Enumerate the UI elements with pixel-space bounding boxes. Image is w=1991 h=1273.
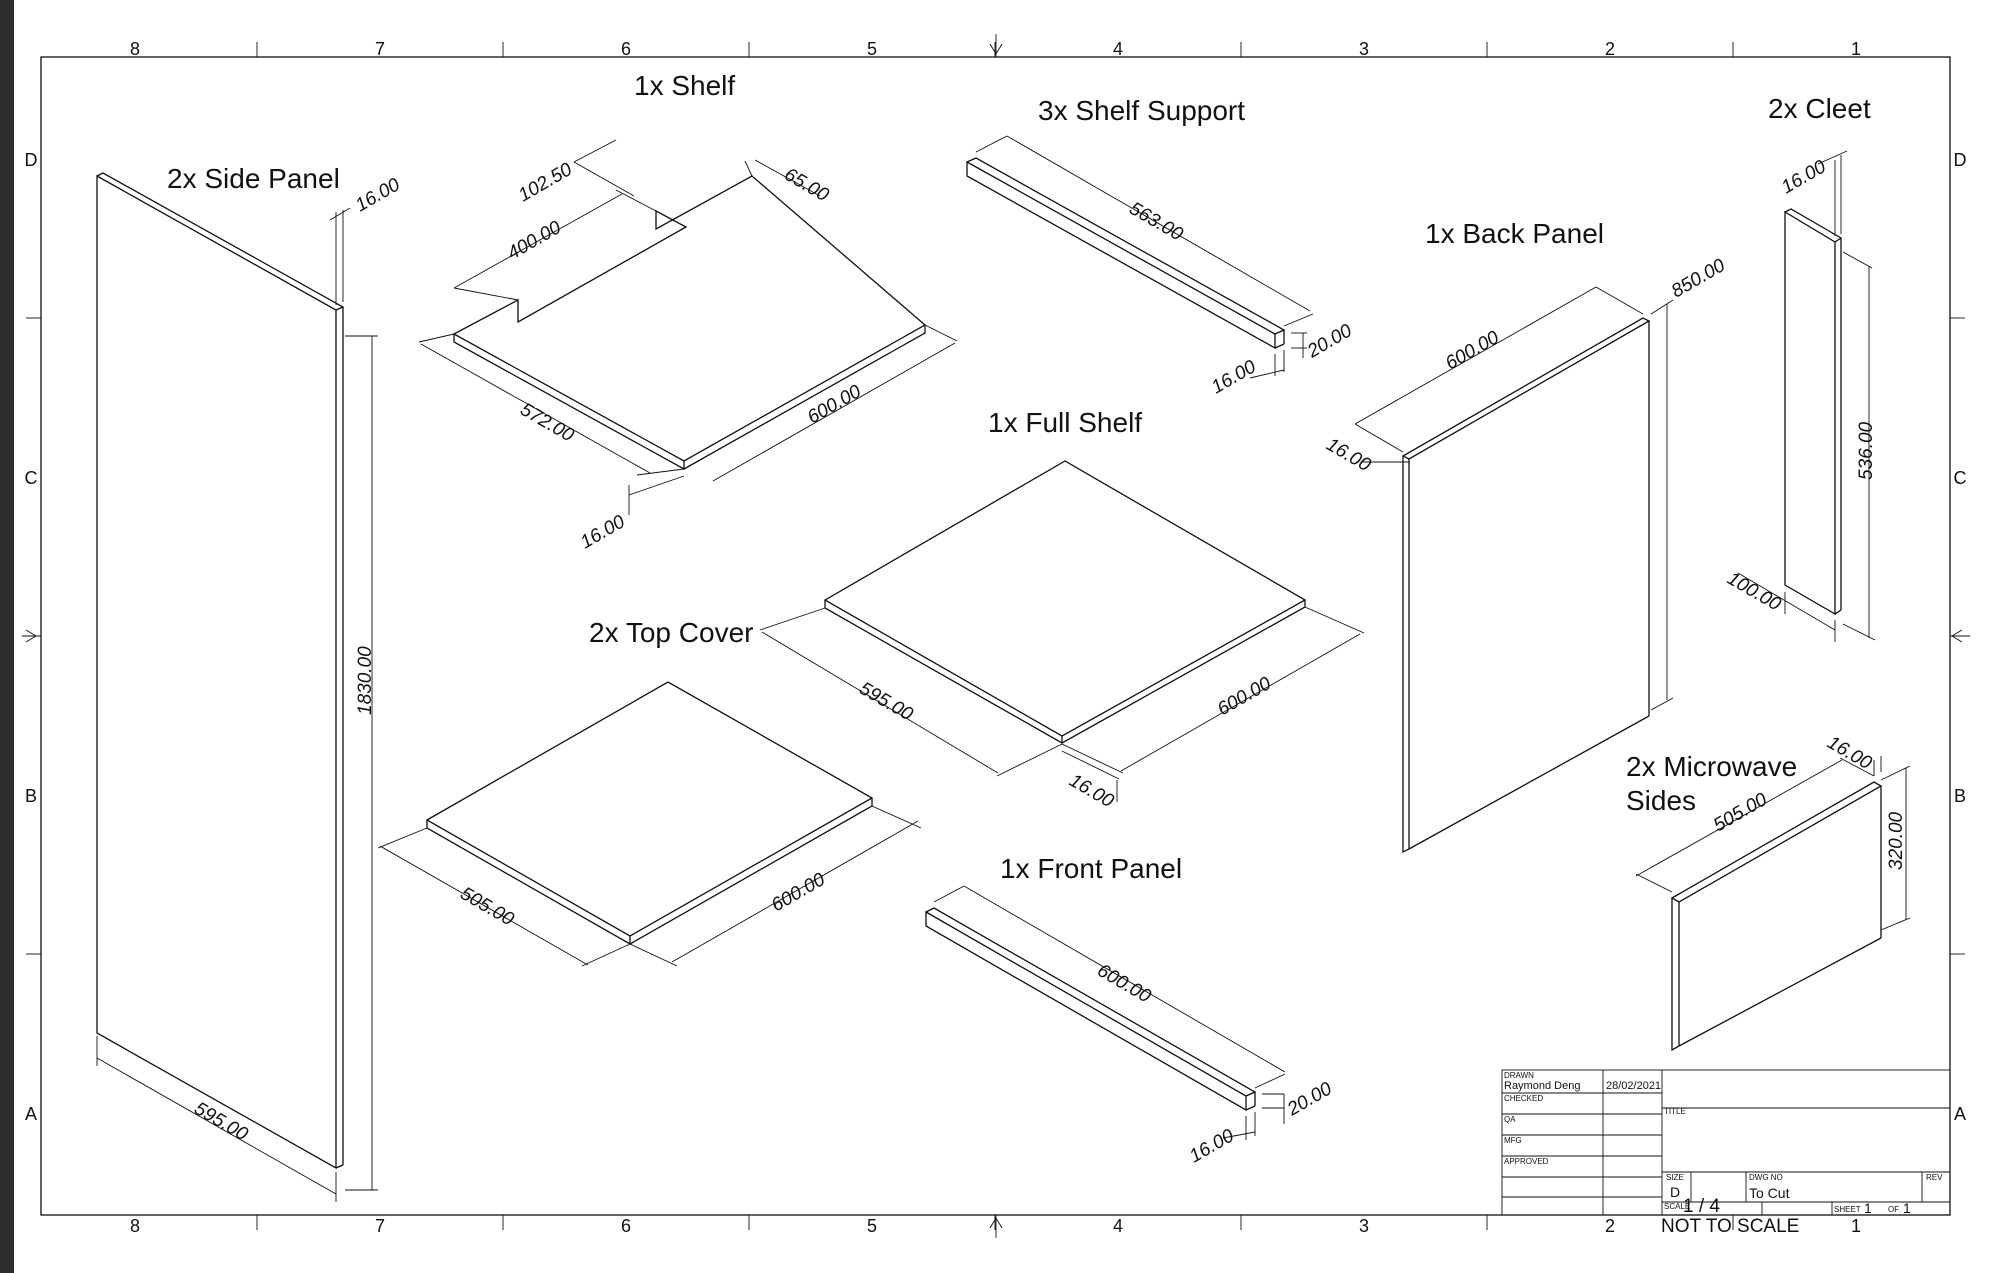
front-panel-dim-height: 20.00 [1283, 1078, 1336, 1121]
side-panel-title: 2x Side Panel [167, 163, 340, 194]
back-panel-dim-width: 600.00 [1442, 327, 1503, 374]
back-panel-dim-height: 850.00 [1668, 255, 1729, 302]
full-shelf-dim-depth: 595.00 [856, 678, 917, 725]
cleet-dim-width: 100.00 [1724, 568, 1785, 615]
top-cover-dim-width: 600.00 [768, 869, 829, 916]
tb-scale-label: SCALE [1664, 1202, 1690, 1211]
full-shelf-title: 1x Full Shelf [988, 407, 1142, 438]
centering-marks [22, 34, 1970, 1238]
cleet-dim-length: 536.00 [1856, 421, 1877, 480]
tb-dwgno-value: To Cut [1749, 1185, 1790, 1201]
zone-col-7-bottom: 7 [375, 1216, 385, 1236]
zone-col-6-top: 6 [621, 39, 631, 59]
zone-row-c-left: C [25, 468, 38, 488]
zone-col-8-bottom: 8 [130, 1216, 140, 1236]
shelf-dim-depth: 572.00 [517, 399, 578, 446]
zone-row-b-right: B [1954, 786, 1966, 806]
tb-rev-label: REV [1926, 1173, 1943, 1182]
microwave-sides-dim-length: 505.00 [1710, 789, 1771, 836]
side-panel-dim-depth: 595.00 [191, 1098, 252, 1145]
zone-col-5-bottom: 5 [867, 1216, 877, 1236]
zone-row-a-right: A [1954, 1104, 1966, 1124]
shelf-view [418, 139, 958, 515]
back-panel-title: 1x Back Panel [1425, 218, 1604, 249]
zone-row-a-left: A [25, 1104, 37, 1124]
tb-sheet-value: 1 [1864, 1200, 1872, 1216]
shelf-title: 1x Shelf [634, 70, 735, 101]
zone-col-8-top: 8 [130, 39, 140, 59]
shelf-support-dim-length: 563.00 [1126, 198, 1187, 245]
tb-drawn-label: DRAWN [1504, 1071, 1534, 1080]
full-shelf-dim-thickness: 16.00 [1066, 770, 1118, 812]
top-cover-view [377, 681, 922, 967]
tb-checked-label: CHECKED [1504, 1094, 1543, 1103]
front-panel-dim-thickness: 16.00 [1186, 1125, 1238, 1167]
tb-scale-value: 1 / 4 [1683, 1196, 1720, 1217]
cleet-dim-thickness: 16.00 [1778, 156, 1830, 198]
drawing-border [40, 56, 1951, 1216]
tb-sheet-label: SHEET [1834, 1205, 1861, 1214]
cleet-view [1737, 150, 1876, 642]
zone-row-d-right: D [1954, 150, 1967, 170]
zone-col-3-bottom: 3 [1359, 1216, 1369, 1236]
microwave-sides-title-line1: 2x Microwave [1626, 751, 1797, 782]
shelf-support-dim-height: 20.00 [1303, 320, 1356, 363]
front-panel-title: 1x Front Panel [1000, 853, 1182, 884]
zone-row-b-left: B [25, 786, 37, 806]
tb-not-to-scale: NOT TO SCALE [1661, 1216, 1799, 1237]
front-panel-dim-length: 600.00 [1094, 960, 1155, 1007]
zone-col-4-bottom: 4 [1113, 1216, 1123, 1236]
top-cover-dim-depth: 505.00 [457, 883, 518, 930]
full-shelf-dim-width: 600.00 [1214, 673, 1275, 720]
zone-row-d-left: D [25, 150, 38, 170]
shelf-dim-notch-width: 65.00 [781, 164, 833, 206]
zone-col-7-top: 7 [375, 39, 385, 59]
tb-size-value: D [1670, 1184, 1680, 1200]
zone-col-1-top: 1 [1851, 39, 1861, 59]
tb-drawn-by: Raymond Deng [1504, 1080, 1580, 1092]
title-block [1501, 1069, 1951, 1216]
top-cover-title: 2x Top Cover [589, 617, 753, 648]
front-panel-view [925, 885, 1286, 1140]
tb-title-label: TITLE [1664, 1107, 1686, 1116]
back-panel-view [1354, 286, 1674, 854]
microwave-sides-dim-thickness: 16.00 [1824, 732, 1876, 774]
side-panel-view [96, 172, 378, 1202]
tb-mfg-label: MFG [1504, 1136, 1522, 1145]
side-panel-dim-thickness: 16.00 [352, 174, 404, 216]
zone-col-5-top: 5 [867, 39, 877, 59]
tb-of-value: 1 [1903, 1200, 1911, 1216]
cleet-title: 2x Cleet [1768, 93, 1871, 124]
tb-dwgno-label: DWG NO [1749, 1173, 1783, 1182]
shelf-support-title: 3x Shelf Support [1038, 95, 1245, 126]
tb-qa-label: QA [1504, 1115, 1516, 1124]
tb-approved-label: APPROVED [1504, 1157, 1549, 1166]
tb-of-label: OF [1888, 1205, 1899, 1214]
drawing-sheet: 8 7 6 5 4 3 2 1 8 7 6 5 4 3 2 1 D C B A … [14, 0, 1991, 1273]
microwave-sides-dim-height: 320.00 [1886, 811, 1907, 870]
zone-col-3-top: 3 [1359, 39, 1369, 59]
shelf-dim-notch-depth: 102.50 [515, 159, 576, 206]
microwave-sides-view [1635, 756, 1911, 1052]
zone-col-2-top: 2 [1605, 39, 1615, 59]
zone-col-6-bottom: 6 [621, 1216, 631, 1236]
tb-size-label: SIZE [1666, 1173, 1684, 1182]
shelf-dim-length: 400.00 [504, 217, 565, 264]
zone-col-2-bottom: 2 [1605, 1216, 1615, 1236]
zone-col-4-top: 4 [1113, 39, 1123, 59]
zone-labels: 8 7 6 5 4 3 2 1 8 7 6 5 4 3 2 1 D C B A … [25, 39, 1967, 1236]
shelf-support-view [966, 135, 1314, 379]
zone-ticks-top [26, 42, 1965, 1230]
shelf-dim-thickness: 16.00 [577, 511, 629, 553]
back-panel-dim-thickness: 16.00 [1323, 434, 1375, 476]
tb-drawn-date: 28/02/2021 [1606, 1080, 1661, 1092]
technical-drawing: 8 7 6 5 4 3 2 1 8 7 6 5 4 3 2 1 D C B A … [22, 34, 1970, 1238]
microwave-sides-title-line2: Sides [1626, 785, 1696, 816]
shelf-support-dim-thickness: 16.00 [1208, 356, 1260, 398]
zone-row-c-right: C [1954, 468, 1967, 488]
full-shelf-view [759, 460, 1365, 802]
zone-col-1-bottom: 1 [1851, 1216, 1861, 1236]
side-panel-dim-height: 1830.00 [355, 646, 376, 715]
